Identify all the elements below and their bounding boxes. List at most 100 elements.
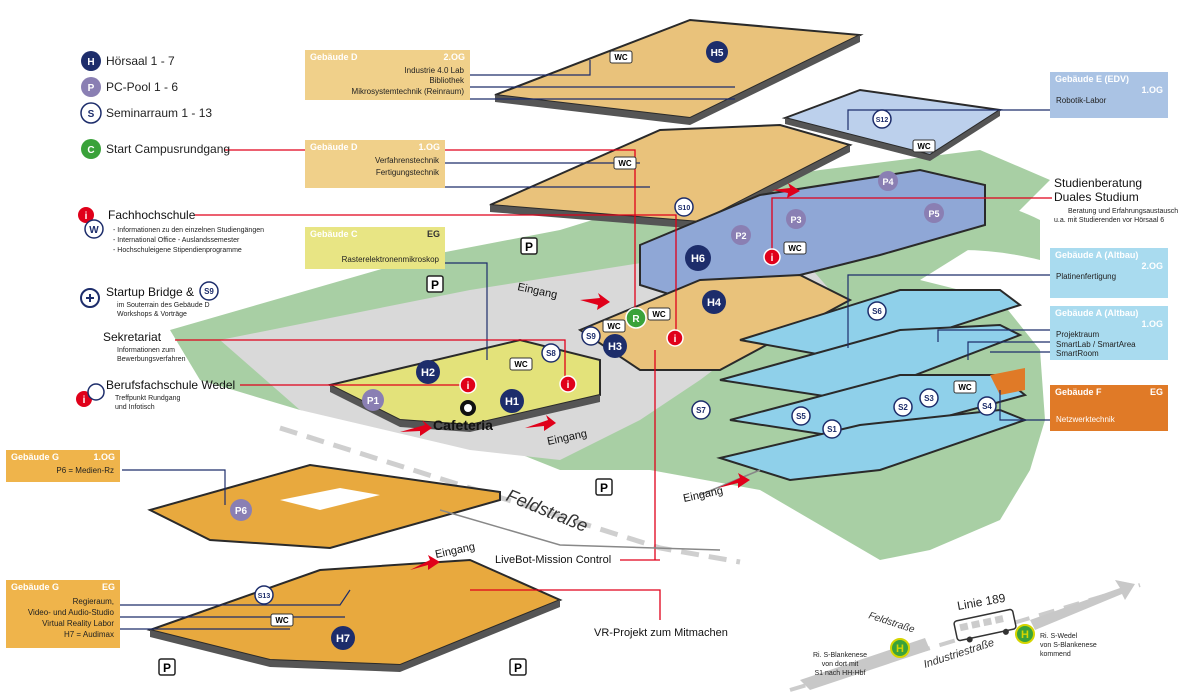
marker-S10: S10: [674, 197, 694, 217]
marker-S3: S3: [919, 388, 939, 408]
marker-H[interactable]: H5 H6 H4 H3 H2 H1 H7: [331, 41, 728, 650]
building-floor: 1.OG: [418, 142, 440, 152]
wc-icon: WC: [609, 50, 633, 64]
svg-text:P: P: [163, 661, 171, 675]
building-box-A-1OG: Gebäude A (Altbau)1.OG Projektraum Smart…: [1050, 306, 1168, 360]
svg-text:P4: P4: [882, 177, 893, 187]
marker-R[interactable]: R: [625, 307, 647, 329]
entrance-arrows: [400, 183, 800, 570]
svg-text:S: S: [88, 109, 95, 120]
marker-S6: S6: [867, 301, 887, 321]
building-G-1OG[interactable]: [147, 463, 501, 550]
svg-text:P: P: [431, 278, 439, 292]
parking-icon: P: [595, 478, 613, 496]
svg-text:von S-Blankenese: von S-Blankenese: [1040, 642, 1097, 649]
marker-H2: H2: [416, 360, 440, 384]
svg-text:Bewerbungsverfahren: Bewerbungsverfahren: [117, 356, 186, 363]
room-label: H7 = Audimax: [63, 629, 114, 639]
svg-text:WC: WC: [514, 360, 528, 369]
marker-P6: P6: [230, 499, 252, 521]
svg-text:i: i: [771, 253, 774, 264]
svg-text:P: P: [600, 481, 608, 495]
svg-text:C: C: [87, 145, 94, 156]
svg-text:Treffpunkt Rundgang: Treffpunkt Rundgang: [115, 395, 180, 402]
svg-text:S7: S7: [696, 406, 706, 415]
svg-text:S8: S8: [546, 349, 556, 358]
building-name: Gebäude A (Altbau): [1055, 308, 1139, 318]
building-D-2OG[interactable]: [494, 18, 864, 125]
cafeteria-icon: [460, 400, 476, 416]
marker-P[interactable]: P1 P2 P3 P4 P5 P6: [230, 171, 944, 521]
building-floor: EG: [101, 582, 115, 592]
svg-text:PC-Pool 1 - 6: PC-Pool 1 - 6: [106, 80, 178, 94]
room-label: Verfahrenstechnik: [374, 155, 439, 165]
info-markers[interactable]: i i i i: [459, 248, 781, 394]
eingang-label-3: Eingang: [682, 485, 724, 505]
svg-text:Berufsfachschule Wedel: Berufsfachschule Wedel: [106, 378, 235, 392]
svg-text:S3: S3: [924, 394, 934, 403]
bus-icon: [953, 608, 1017, 643]
direction-arrow-left: [800, 638, 930, 690]
svg-text:Ri. S-Wedel: Ri. S-Wedel: [1040, 633, 1078, 640]
marker-S13: S13: [254, 585, 274, 605]
marker-P1: P1: [362, 389, 384, 411]
svg-text:WC: WC: [618, 159, 632, 168]
marker-P5: P5: [924, 203, 944, 223]
building-name: Gebäude F: [1055, 387, 1102, 397]
wc-icon: WC: [783, 241, 807, 255]
room-label: Projektraum: [1056, 330, 1100, 339]
marker-S[interactable]: S1 S2 S3 S4 S5 S6 S7 S8 S9 S10 S12 S13: [254, 109, 997, 605]
wc-icon: WC: [509, 357, 533, 371]
parking-icon: P: [158, 658, 176, 676]
wc-icon: WC: [602, 319, 626, 333]
svg-text:P: P: [525, 240, 533, 254]
svg-text:i: i: [567, 380, 570, 391]
svg-text:S4: S4: [982, 402, 992, 411]
svg-text:Hörsaal 1 - 7: Hörsaal 1 - 7: [106, 54, 175, 68]
marker-S2: S2: [893, 397, 913, 417]
svg-text:WC: WC: [917, 142, 931, 151]
legend-item-hoersaal: H Hörsaal 1 - 7: [81, 51, 175, 71]
info-icon: i: [666, 329, 684, 347]
wc-icon: WC: [647, 307, 671, 321]
building-name: Gebäude G: [11, 452, 60, 462]
info-icon: i: [763, 248, 781, 266]
building-name: Gebäude C: [310, 229, 358, 239]
svg-text:H: H: [1021, 629, 1029, 641]
svg-text:kommend: kommend: [1040, 651, 1071, 658]
wc-icon: WC: [953, 380, 977, 394]
bus-stop-info-left: Ri. S-Blankenese von dort mit S1 nach HH…: [813, 652, 867, 677]
building-H4-block[interactable]: [577, 273, 853, 371]
svg-text:Workshops & Vorträge: Workshops & Vorträge: [117, 311, 187, 318]
svg-text:S12: S12: [876, 117, 889, 124]
building-D-1OG[interactable]: [489, 123, 853, 229]
marker-P4: P4: [878, 171, 898, 191]
wc-icon: WC: [270, 613, 294, 627]
building-G-EG[interactable]: [146, 558, 563, 672]
building-box-A-2OG: Gebäude A (Altbau)2.OG Platinenfertigung: [1050, 248, 1168, 298]
direction-arrow-right: [1030, 580, 1135, 630]
svg-text:H: H: [87, 57, 94, 68]
campus-outline: [439, 469, 761, 551]
marker-H3: H3: [603, 334, 627, 358]
svg-text:WC: WC: [607, 322, 621, 331]
svg-text:Sekretariat: Sekretariat: [103, 330, 162, 344]
svg-text:H7: H7: [336, 633, 350, 645]
svg-text:H4: H4: [707, 297, 722, 309]
svg-text:WC: WC: [958, 383, 972, 392]
marker-S8: S8: [541, 343, 561, 363]
building-name: Gebäude E (EDV): [1055, 74, 1130, 84]
svg-text:- Hochschuleigene Stipendienp: - Hochschuleigene Stipendienprogramme: [113, 247, 242, 254]
building-name: Gebäude D: [310, 52, 358, 62]
building-name: Gebäude G: [11, 582, 60, 592]
room-label: Virtual Reality Labor: [42, 618, 114, 628]
svg-text:S6: S6: [872, 307, 882, 316]
marker-S4: S4: [977, 396, 997, 416]
svg-text:- International Office - Ausl: - International Office - Auslandssemeste…: [113, 237, 240, 244]
svg-text:im Souterrain des Gebäude D: im Souterrain des Gebäude D: [117, 302, 210, 309]
